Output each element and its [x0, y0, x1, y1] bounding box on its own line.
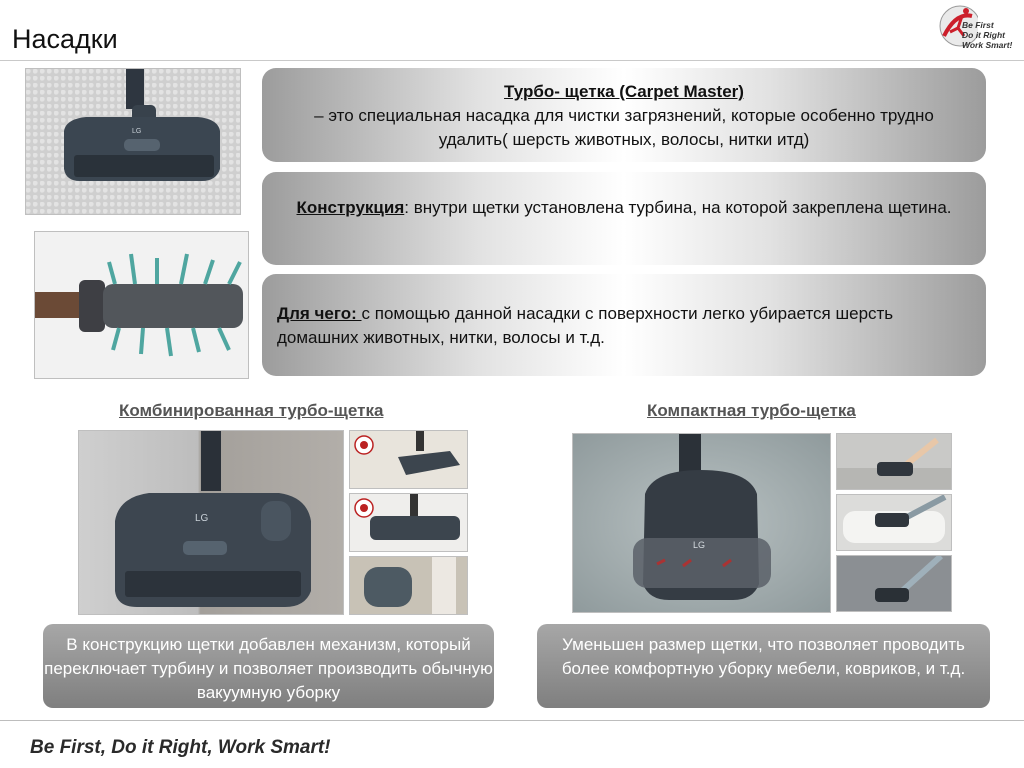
purpose-label: Для чего: [277, 304, 362, 323]
turbo-brush-panel: Турбо- щетка (Carpet Master) – это специ… [262, 68, 986, 162]
compact-brush-description: Уменьшен размер щетки, что позволяет про… [537, 624, 990, 708]
turbo-brush-title: Турбо- щетка (Carpet Master) [504, 82, 744, 101]
purpose-text: с помощью данной насадки с поверхности л… [277, 304, 894, 347]
construction-panel: Конструкция: внутри щетки установлена ту… [262, 172, 986, 265]
compact-brush-photo: LG [572, 433, 831, 613]
compact-thumb-1 [836, 433, 952, 490]
compact-thumb-3 [836, 555, 952, 612]
turbine-bristle-photo [34, 231, 249, 379]
company-logo: Be First Do it Right Work Smart! [938, 2, 1022, 54]
combined-brush-photo: LG [78, 430, 344, 615]
page-title: Насадки [12, 24, 118, 54]
turbo-brush-photo: LG [25, 68, 241, 215]
construction-label: Конструкция [296, 198, 405, 217]
combined-thumb-1 [349, 430, 468, 489]
compact-brush-title: Компактная турбо-щетка [647, 401, 856, 420]
footer-slogan: Be First, Do it Right, Work Smart! [30, 737, 331, 758]
combined-thumb-2 [349, 493, 468, 552]
combined-brush-description: В конструкцию щетки добавлен механизм, к… [43, 624, 494, 708]
purpose-panel: Для чего: с помощью данной насадки с пов… [262, 274, 986, 376]
compact-thumb-2 [836, 494, 952, 551]
lg-mark: LG [195, 513, 209, 524]
lg-mark: LG [693, 540, 705, 550]
turbo-brush-description: – это специальная насадка для чистки заг… [314, 106, 934, 149]
logo-slogan: Be First Do it Right Work Smart! [962, 20, 1013, 50]
header-divider [0, 60, 1024, 61]
construction-text: : внутри щетки установлена турбина, на к… [404, 198, 952, 217]
combined-thumb-3 [349, 556, 468, 615]
lg-mark: LG [132, 128, 141, 135]
combined-brush-title: Комбинированная турбо-щетка [119, 401, 384, 420]
footer-divider [0, 720, 1024, 721]
